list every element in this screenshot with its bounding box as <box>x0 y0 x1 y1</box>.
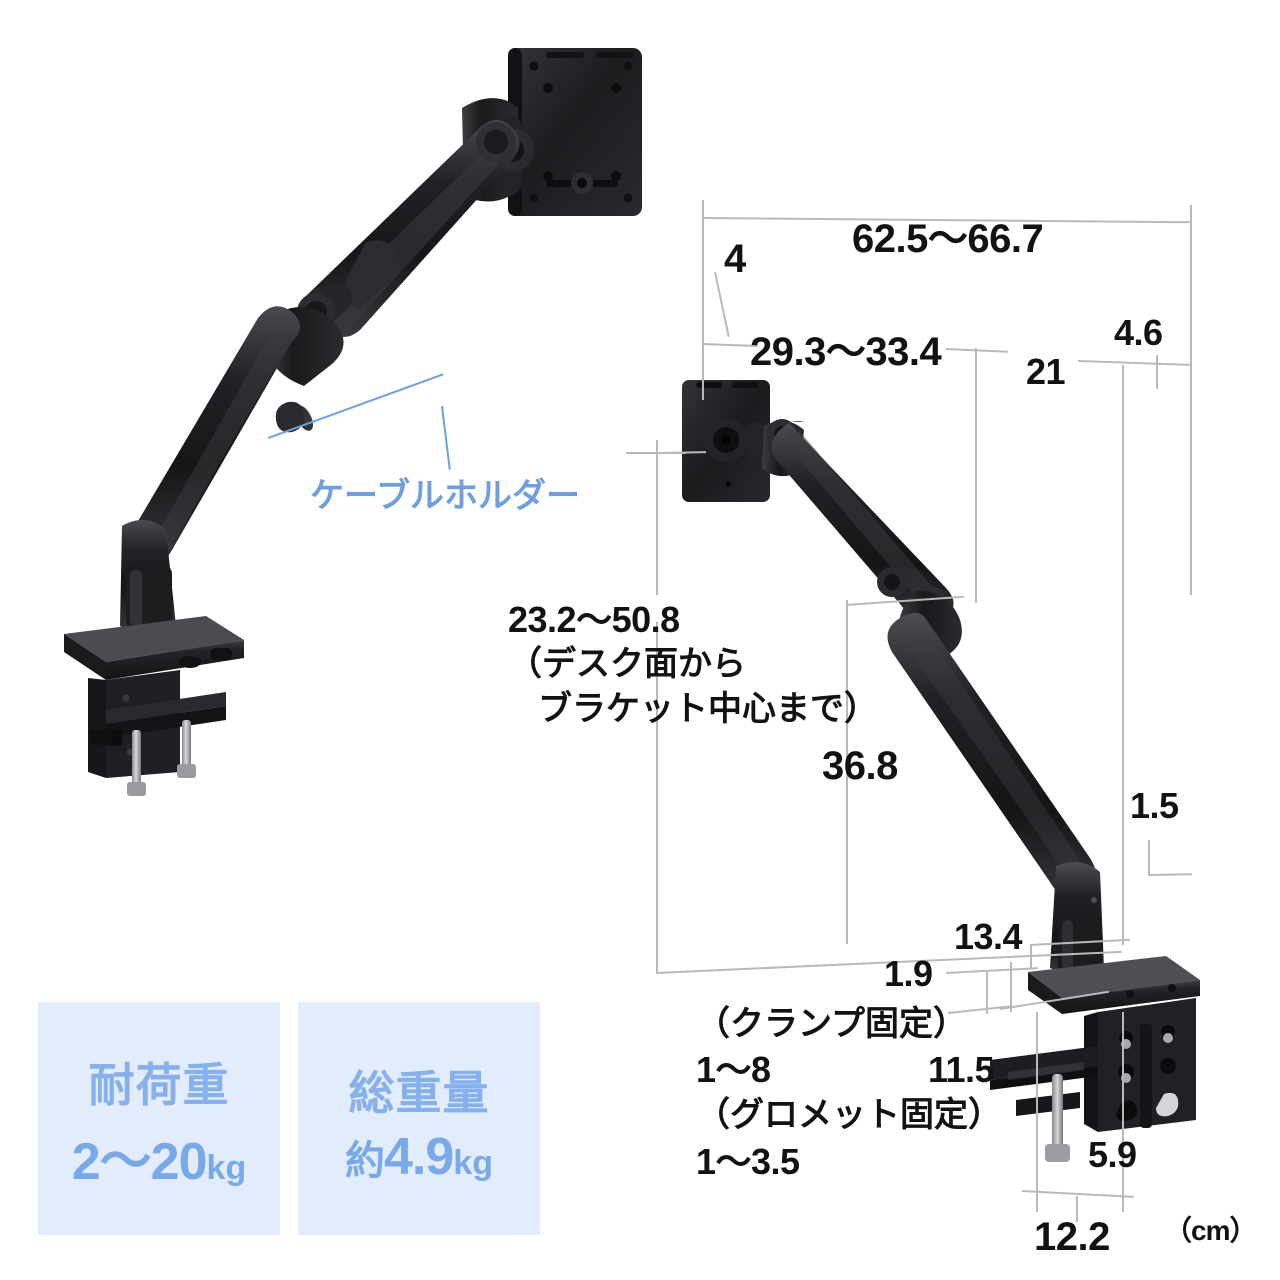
ext-line-clamp-drop-left <box>1036 1012 1038 1212</box>
ext-line-clamp-drop-right <box>1122 1012 1124 1212</box>
dim-line-base-total <box>1021 1190 1134 1198</box>
dim-label-height-range-note-1: （デスク面から <box>508 645 746 683</box>
ext-line-left-top <box>702 200 704 400</box>
dim-label-depth-range: 62.5～66.7 <box>852 217 1044 261</box>
vesa-plate-left <box>508 48 642 216</box>
ext-line-base-c <box>1030 944 1032 968</box>
mounting-post-right <box>1050 862 1104 974</box>
mounting-post-left <box>120 519 176 633</box>
dim-label-base-total: 12.2 <box>1034 1215 1110 1259</box>
product-view-perspective <box>30 30 670 820</box>
monitor-arm-illustration-left <box>64 48 642 796</box>
total-weight-prefix: 約 <box>345 1138 385 1183</box>
ext-line-post-center <box>1122 365 1124 945</box>
ext-line-pole-height <box>846 600 848 944</box>
dim-label-arm-reach: 29.3～33.4 <box>750 330 942 374</box>
dim-label-clamp-drop: 5.9 <box>1088 1134 1137 1175</box>
vesa-plate-right <box>682 380 770 502</box>
product-view-side <box>660 360 1220 1162</box>
spec-badge-load-capacity-title: 耐荷重 <box>88 1059 230 1111</box>
dim-label-post-offset: 1.5 <box>1130 785 1179 826</box>
ext-line-15 <box>1148 840 1150 876</box>
ext-line-122 <box>1076 1196 1078 1222</box>
desk-base-plate-right <box>1028 956 1200 1014</box>
lower-arm-right <box>887 612 1096 897</box>
dim-label-bracket-thickness: 4 <box>724 237 746 281</box>
dim-label-clamp-note-title: （クランプ固定） <box>696 1005 967 1043</box>
spec-badge-total-weight-title: 総重量 <box>348 1066 490 1119</box>
ext-line-46 <box>1156 355 1158 389</box>
ext-line-base-a <box>986 972 988 1014</box>
cable-holder-callout-label: ケーブルホルダー <box>310 477 580 515</box>
ext-line-base-b <box>1010 962 1012 1012</box>
dim-label-top-right-offset: 4.6 <box>1114 312 1163 353</box>
total-weight-number: 4.9 <box>384 1127 454 1186</box>
dim-label-pole-height: 36.8 <box>822 744 898 788</box>
desk-base-plate-left <box>64 616 244 680</box>
total-weight-unit: kg <box>453 1143 493 1182</box>
load-capacity-unit: kg <box>206 1149 247 1187</box>
ext-line-bracket-vertical-2 <box>656 622 658 972</box>
ext-line-bracket-vertical <box>656 440 658 595</box>
dim-label-upper-segment: 21 <box>1026 351 1066 392</box>
dim-label-base-depth: 13.4 <box>954 916 1023 957</box>
dim-label-base-width: 11.5 <box>928 1049 995 1090</box>
dim-label-grommet-note-value: 1～3.5 <box>696 1141 800 1182</box>
clamp-bracket-left <box>88 670 226 796</box>
load-capacity-number: 2～20 <box>71 1133 208 1191</box>
unit-label: （cm） <box>1164 1215 1257 1246</box>
monitor-arm-illustration-right <box>682 380 1200 1162</box>
lower-arm-left <box>129 306 314 566</box>
dim-line-arm-reach-2 <box>945 348 1008 353</box>
ext-line-right-top <box>1190 205 1192 595</box>
dim-label-clamp-note-value: 1～8 <box>696 1049 771 1090</box>
dim-label-height-range-note-2: ブラケット中心まで） <box>538 690 878 728</box>
dim-label-grommet-note-title: （グロメット固定） <box>696 1096 1002 1134</box>
dim-label-plate-thickness: 1.9 <box>884 953 933 994</box>
upper-arm-left <box>297 119 520 337</box>
dim-label-height-range: 23.2～50.8 <box>508 599 680 640</box>
ext-line-elbow <box>975 348 977 603</box>
